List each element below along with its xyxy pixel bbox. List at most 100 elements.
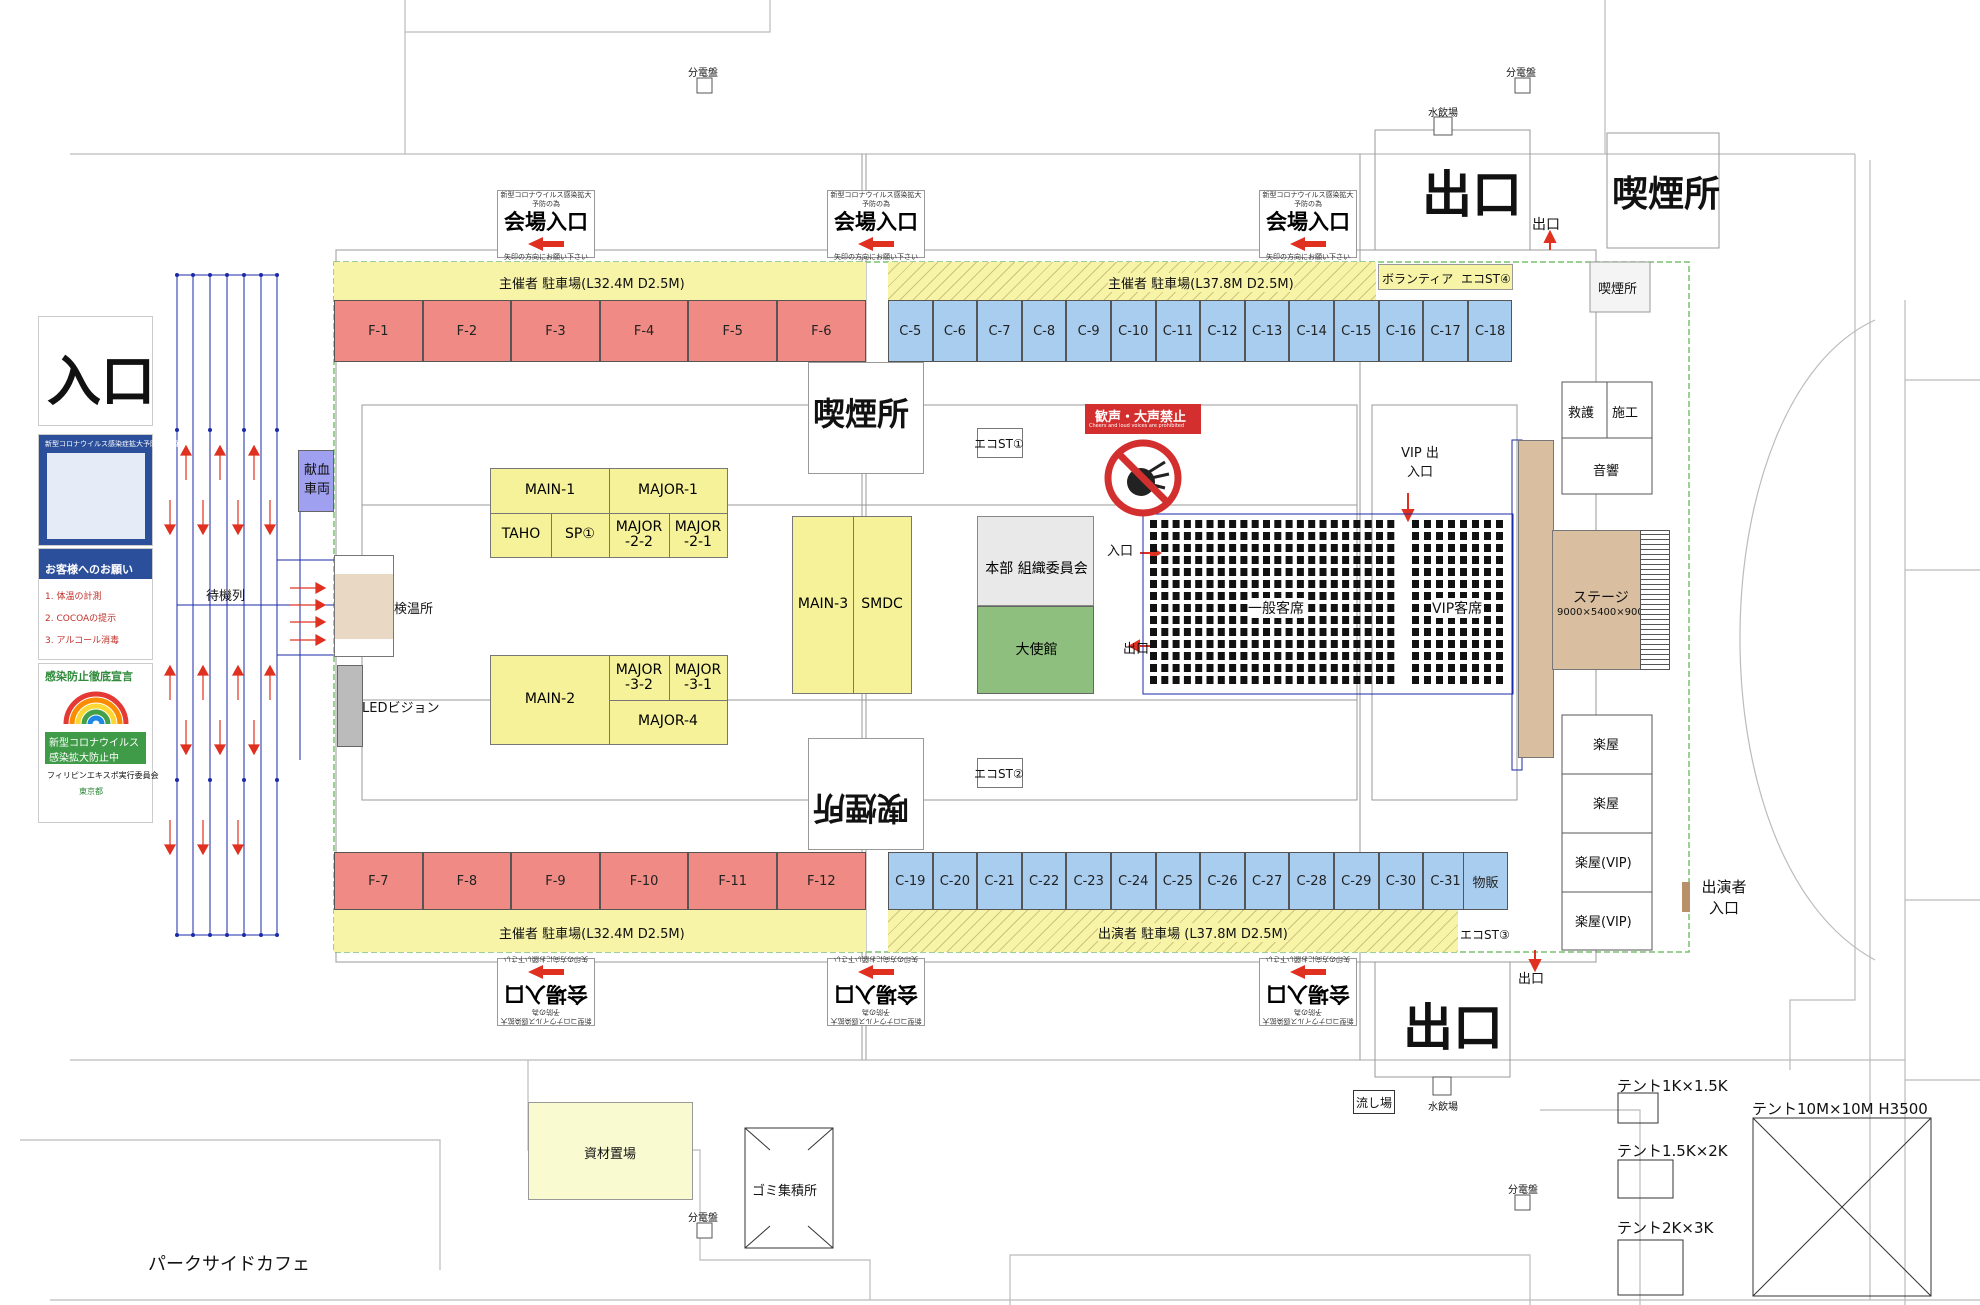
seat: [1240, 544, 1248, 552]
seat: [1353, 544, 1361, 552]
tent-c-28: C-28: [1289, 852, 1334, 910]
seat: [1308, 520, 1316, 528]
seat: [1229, 520, 1237, 528]
seat: [1150, 520, 1157, 528]
seat: [1330, 664, 1338, 672]
seat: [1484, 568, 1491, 576]
seat: [1484, 664, 1491, 672]
seat: [1436, 664, 1443, 672]
seat: [1161, 592, 1169, 600]
seat: [1387, 556, 1395, 564]
seat: [1285, 556, 1293, 564]
seat: [1263, 640, 1270, 648]
visitor-request-panel: お客様へのお願い 1. 体温の計測 2. COCOAの提示 3. アルコール消毒: [38, 548, 153, 660]
seat: [1353, 556, 1361, 564]
right-arrow-icon: [828, 963, 924, 981]
seat: [1263, 532, 1270, 540]
seat: [1484, 592, 1491, 600]
distribution-board-3: 分電盤: [1508, 1185, 1538, 1196]
seat: [1364, 520, 1372, 528]
seat: [1263, 556, 1270, 564]
seat: [1353, 520, 1361, 528]
seat: [1296, 520, 1304, 528]
seat: [1364, 628, 1372, 636]
seat: [1330, 520, 1338, 528]
venue-entrance-sign-4: 新型コロナウイルス感染拡大予防の為 会場入口 矢印の方向にお願い下さい: [497, 955, 595, 1026]
smoking-center-bottom: 喫煙所: [808, 738, 924, 850]
volunteer-area: ボランティア エコST④: [1378, 264, 1513, 290]
tent-label: C-16: [1385, 323, 1417, 339]
seat: [1263, 544, 1270, 552]
seat: [1263, 664, 1270, 672]
seat: [1251, 676, 1259, 684]
tent-f-7: F-7: [334, 852, 423, 910]
seat: [1240, 676, 1248, 684]
tent-label: C-11: [1162, 323, 1194, 339]
arrow-note: 矢印の方向にお願い下さい: [504, 253, 588, 261]
seat: [1472, 532, 1479, 540]
parking-bottom-left: 主催者 駐車場(L32.4M D2.5M): [334, 910, 866, 952]
arrow-note: 矢印の方向にお願い下さい: [1266, 253, 1350, 261]
seat: [1308, 664, 1316, 672]
seat: [1448, 556, 1455, 564]
booth-major-1: MAJOR-1: [609, 469, 727, 514]
stage-size-label: 9000×5400×900: [1557, 607, 1644, 618]
seat: [1285, 652, 1293, 660]
seat: [1161, 544, 1169, 552]
seat: [1436, 556, 1443, 564]
seat: [1274, 640, 1282, 648]
arrow-note: 矢印の方向にお願い下さい: [504, 955, 588, 963]
seat: [1342, 616, 1350, 624]
seat: [1460, 652, 1467, 660]
seat: [1364, 640, 1372, 648]
temperature-check-area: [335, 574, 393, 639]
seat: [1240, 664, 1248, 672]
seat: [1183, 676, 1191, 684]
seat: [1376, 520, 1383, 528]
booth-major-2-2: MAJOR -2-2: [609, 513, 670, 557]
venue-entrance-label: 会場入口: [834, 210, 918, 234]
seat: [1376, 568, 1383, 576]
seat: [1387, 604, 1395, 612]
seat: [1412, 580, 1419, 588]
seat: [1436, 652, 1443, 660]
main-major-cluster-top: MAIN-1 MAJOR-1 TAHO SP① MAJOR -2-2 MAJOR…: [490, 468, 728, 558]
seat: [1150, 592, 1157, 600]
seat: [1448, 652, 1455, 660]
seat: [1448, 640, 1455, 648]
seat: [1496, 568, 1503, 576]
seat: [1263, 580, 1270, 588]
legend-tent-1k: テント1K×1.5K: [1617, 1077, 1728, 1095]
seat: [1150, 664, 1157, 672]
seat: [1263, 652, 1270, 660]
tent-label: C-21: [984, 873, 1015, 889]
seat: [1342, 628, 1350, 636]
seat: [1448, 616, 1455, 624]
tent-c-20: C-20: [932, 852, 978, 910]
tent-label: C-30: [1385, 873, 1417, 889]
green-room-vip-2: 楽屋(VIP): [1575, 915, 1632, 930]
seat: [1195, 544, 1203, 552]
seat: [1387, 652, 1395, 660]
visitor-item-1: 1. 体温の計測: [45, 592, 102, 602]
seat: [1229, 592, 1237, 600]
seat: [1274, 676, 1282, 684]
seat: [1376, 664, 1383, 672]
seat: [1364, 580, 1372, 588]
stage: ステージ 9000×5400×900: [1552, 530, 1652, 670]
seat: [1285, 640, 1293, 648]
seat: [1484, 616, 1491, 624]
exit-label: 出口: [1123, 642, 1150, 657]
seat: [1424, 664, 1431, 672]
tent-label: C-12: [1207, 323, 1238, 339]
parking-top-left: 主催者 駐車場(L32.4M D2.5M): [334, 262, 866, 300]
tent-c-27: C-27: [1244, 852, 1290, 910]
committee-label: フィリピンエキスポ実行委員会: [47, 771, 159, 780]
seat: [1172, 532, 1180, 540]
seat: [1342, 568, 1350, 576]
tent-c-11: C-11: [1155, 300, 1201, 362]
seat: [1342, 676, 1350, 684]
seat: [1161, 616, 1169, 624]
seat: [1296, 628, 1304, 636]
seat: [1387, 520, 1395, 528]
